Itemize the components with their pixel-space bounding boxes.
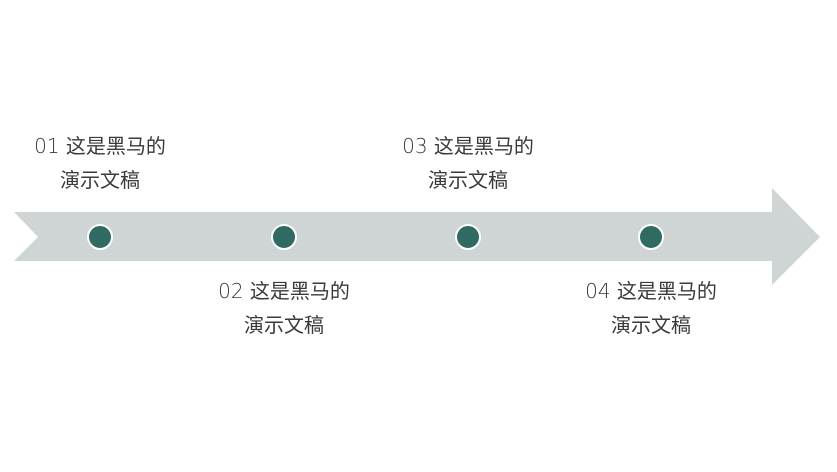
milestone-dot-03 <box>455 224 481 250</box>
milestone-01-line2: 演示文稿 <box>60 168 140 192</box>
milestone-01-line1: 01 这是黑马的 <box>34 134 166 158</box>
timeline-arrow <box>14 188 820 285</box>
milestone-dot-04 <box>638 224 664 250</box>
milestone-02-line2: 演示文稿 <box>244 313 324 337</box>
milestone-label-04: 04 这是黑马的 演示文稿 <box>551 274 751 342</box>
milestone-04-line2: 演示文稿 <box>611 313 691 337</box>
milestone-02-line1: 02 这是黑马的 <box>218 279 350 303</box>
milestone-dot-02 <box>271 224 297 250</box>
milestone-label-01: 01 这是黑马的 演示文稿 <box>0 129 200 197</box>
milestone-label-02: 02 这是黑马的 演示文稿 <box>184 274 384 342</box>
milestone-03-line1: 03 这是黑马的 <box>402 134 534 158</box>
milestone-04-line1: 04 这是黑马的 <box>585 279 717 303</box>
milestone-label-03: 03 这是黑马的 演示文稿 <box>368 129 568 197</box>
milestone-03-line2: 演示文稿 <box>428 168 508 192</box>
milestone-dot-01 <box>87 224 113 250</box>
